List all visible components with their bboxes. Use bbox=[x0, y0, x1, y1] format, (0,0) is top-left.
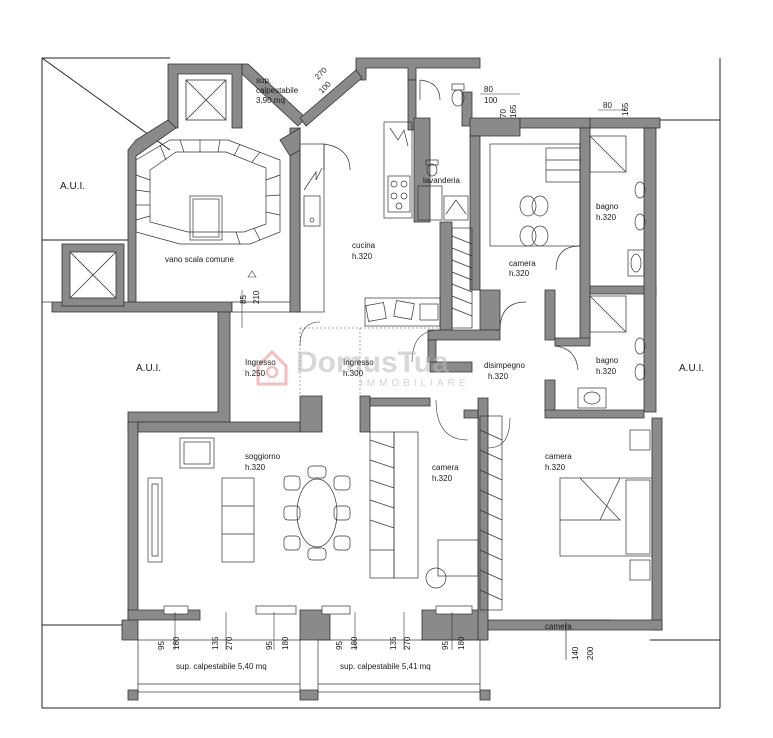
sup-top-label-1: sup. bbox=[256, 76, 271, 85]
dim-bottom-180-b: 180 bbox=[281, 636, 290, 650]
dim-bottom-200: 200 bbox=[586, 646, 595, 660]
dim-270-top: 270 bbox=[313, 65, 329, 81]
ingresso2-height: h.300 bbox=[343, 369, 364, 378]
dim-165-a: 165 bbox=[509, 104, 518, 118]
disimpegno-height: h.320 bbox=[488, 372, 509, 381]
watermark-brand: DomusTua bbox=[296, 346, 449, 379]
dim-80-b: 80 bbox=[603, 101, 612, 110]
terraces bbox=[137, 605, 567, 693]
camera3-height: h.320 bbox=[545, 463, 566, 472]
camera1-label: camera bbox=[509, 259, 536, 268]
cucina-label: cucina bbox=[352, 241, 376, 250]
dim-210: 210 bbox=[252, 290, 261, 304]
camera2-height: h.320 bbox=[432, 474, 453, 483]
dim-bottom-180-d: 180 bbox=[457, 636, 466, 650]
dim-100-b: 100 bbox=[484, 96, 498, 105]
dim-70: 70 bbox=[499, 109, 508, 118]
dim-bottom-135-a: 135 bbox=[211, 636, 220, 650]
cucina-height: h.320 bbox=[352, 252, 373, 261]
bagno1-label: bagno bbox=[596, 202, 619, 211]
kitchen-fixtures bbox=[299, 79, 469, 327]
ingresso1-height: h.250 bbox=[245, 369, 266, 378]
stair-drawing bbox=[135, 139, 281, 245]
soggiorno-label: soggiorno bbox=[245, 452, 281, 461]
aui-label-top-left: A.U.I. bbox=[60, 181, 85, 192]
dim-bottom-180-c: 180 bbox=[350, 636, 359, 650]
bedroom3-fixtures bbox=[559, 429, 653, 621]
sup-bottom-right-label: sup. calpestabile 5,41 mq bbox=[340, 662, 431, 671]
dim-bottom-140: 140 bbox=[571, 646, 580, 660]
aui-label-right: A.U.I. bbox=[679, 363, 704, 374]
dim-bottom-180-a: 180 bbox=[172, 636, 181, 650]
camera4-label: camera bbox=[545, 622, 572, 631]
ingresso-lines bbox=[299, 327, 440, 396]
camera2-label: camera bbox=[432, 463, 459, 472]
bagno1-height: h.320 bbox=[596, 213, 617, 222]
aui-label-mid-left: A.U.I. bbox=[136, 363, 161, 374]
bathroom2-fixtures bbox=[554, 295, 646, 409]
dim-bottom-95-d: 95 bbox=[441, 641, 450, 650]
disimpegno-label: disimpegno bbox=[484, 361, 525, 370]
watermark-logo bbox=[256, 349, 288, 386]
sup-top-label-3: 3,90 mq bbox=[256, 96, 285, 105]
camera3-label: camera bbox=[545, 452, 572, 461]
shaft-boxes bbox=[61, 79, 227, 307]
dim-85: 85 bbox=[239, 295, 248, 304]
dim-bottom-270-b: 270 bbox=[403, 636, 412, 650]
bathroom1-fixtures bbox=[589, 135, 646, 277]
dim-bottom-95-b: 95 bbox=[265, 641, 274, 650]
dim-80-a: 80 bbox=[484, 85, 493, 94]
walls bbox=[42, 57, 663, 701]
dim-bottom-95-c: 95 bbox=[335, 641, 344, 650]
dim-bottom-270-a: 270 bbox=[225, 636, 234, 650]
watermark-sub: IMMOBILIARE bbox=[360, 378, 470, 389]
soggiorno-height: h.320 bbox=[245, 463, 266, 472]
bagno2-height: h.320 bbox=[596, 367, 617, 376]
bedroom2-fixtures bbox=[369, 415, 503, 611]
living-fixtures bbox=[147, 437, 351, 563]
dim-bottom-135-b: 135 bbox=[389, 636, 398, 650]
lavanderia-label: lavanderia bbox=[423, 176, 460, 185]
doors bbox=[299, 321, 511, 449]
ingresso2-label: Ingresso bbox=[343, 358, 374, 367]
dim-bottom-95-a: 95 bbox=[157, 641, 166, 650]
sup-bottom-left-label: sup. calpestabile 5,40 mq bbox=[176, 662, 267, 671]
ingresso1-label: Ingresso bbox=[245, 358, 276, 367]
dimension-ticks bbox=[174, 93, 626, 650]
stair-label: vano scala comune bbox=[165, 255, 234, 264]
dim-165-b: 165 bbox=[621, 102, 630, 116]
camera1-height: h.320 bbox=[509, 269, 530, 278]
bagno2-label: bagno bbox=[596, 356, 619, 365]
sup-top-label-2: calpestabile bbox=[256, 86, 299, 95]
site-boundary bbox=[41, 57, 721, 709]
bedroom1-fixtures bbox=[451, 143, 581, 331]
